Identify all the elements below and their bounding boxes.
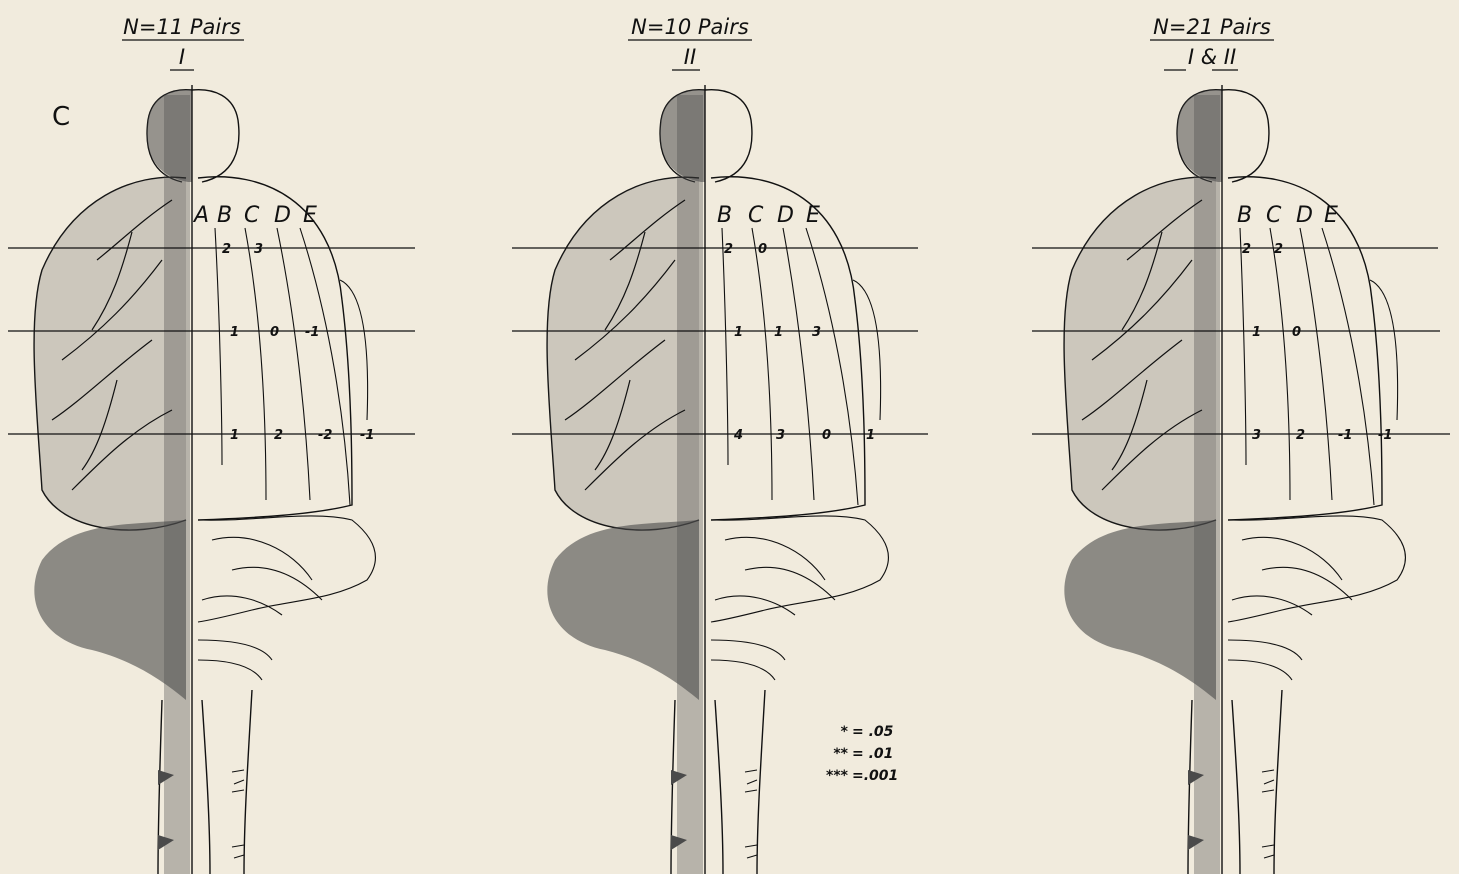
- p3-r1-v1: 2: [1242, 242, 1251, 257]
- p1-r3-v1: 1: [230, 428, 239, 443]
- col-label-c-3: C: [1266, 203, 1282, 228]
- p3-r2-v2: 0: [1292, 325, 1301, 340]
- panel-2-group: II: [684, 45, 696, 69]
- p1-r2-v1: 1: [230, 325, 239, 340]
- p3-r1-v2: 2: [1274, 242, 1283, 257]
- panel-3-group: I & II: [1188, 45, 1236, 69]
- p2-r1-v2: 0: [758, 242, 767, 257]
- col-label-c: C: [244, 203, 260, 228]
- p1-r3-v2: 2: [274, 428, 283, 443]
- col-label-c-2: C: [748, 203, 764, 228]
- p1-r2-v3: -1: [305, 325, 319, 340]
- p2-r3-v4: 1: [866, 428, 875, 443]
- panel-3: N=21 Pairs I & II B C D E 2 2 1 0 3 2 -1…: [1032, 15, 1450, 874]
- p2-r2-v3: 3: [812, 325, 821, 340]
- col-label-d: D: [274, 203, 291, 228]
- p3-r2-v1: 1: [1252, 325, 1261, 340]
- col-label-d-2: D: [777, 203, 794, 228]
- panel-1: N=11 Pairs I A B C D E 2 3 1 0 -1 1 2 -2…: [8, 15, 415, 874]
- col-label-e-3: E: [1324, 203, 1338, 228]
- col-label-e-2: E: [806, 203, 820, 228]
- p2-r3-v2: 3: [776, 428, 785, 443]
- key-symbol-2: **: [833, 746, 848, 762]
- col-label-b-2: B: [717, 203, 732, 228]
- panel-1-title: N=11 Pairs: [123, 15, 241, 39]
- panel-3-title: N=21 Pairs: [1153, 15, 1271, 39]
- key-symbol-1: *: [841, 724, 849, 740]
- p2-r2-v2: 1: [774, 325, 783, 340]
- panel-label: C: [52, 102, 70, 132]
- panel-2: N=10 Pairs II B C D E 2 0 1 1 3 4 3 0 1 …: [512, 15, 928, 874]
- key-value-3: =.001: [852, 768, 898, 784]
- col-label-e: E: [303, 203, 317, 228]
- col-label-b: B: [217, 203, 232, 228]
- col-label-d-3: D: [1296, 203, 1313, 228]
- p3-r3-v3: -1: [1338, 428, 1352, 443]
- key-value-1: = .05: [852, 724, 894, 740]
- p1-r3-v4: -1: [360, 428, 374, 443]
- p2-r2-v1: 1: [734, 325, 743, 340]
- col-label-b-3: B: [1237, 203, 1252, 228]
- panel-2-title: N=10 Pairs: [631, 15, 749, 39]
- p1-r3-v3: -2: [318, 428, 332, 443]
- significance-key: * = .05 ** = .01 *** =.001: [826, 724, 898, 784]
- p3-r3-v4: -1: [1378, 428, 1392, 443]
- col-label-a: A: [192, 203, 209, 228]
- p2-r3-v3: 0: [822, 428, 831, 443]
- p1-r1-v2: 3: [254, 242, 263, 257]
- p3-r3-v1: 3: [1252, 428, 1261, 443]
- p1-r1-v1: 2: [222, 242, 231, 257]
- panel-1-group: I: [179, 45, 185, 69]
- key-value-2: = .01: [852, 746, 893, 762]
- p2-r1-v1: 2: [724, 242, 733, 257]
- p1-r2-v2: 0: [270, 325, 279, 340]
- key-symbol-3: ***: [826, 768, 849, 784]
- p2-r3-v1: 4: [733, 428, 743, 443]
- p3-r3-v2: 2: [1296, 428, 1305, 443]
